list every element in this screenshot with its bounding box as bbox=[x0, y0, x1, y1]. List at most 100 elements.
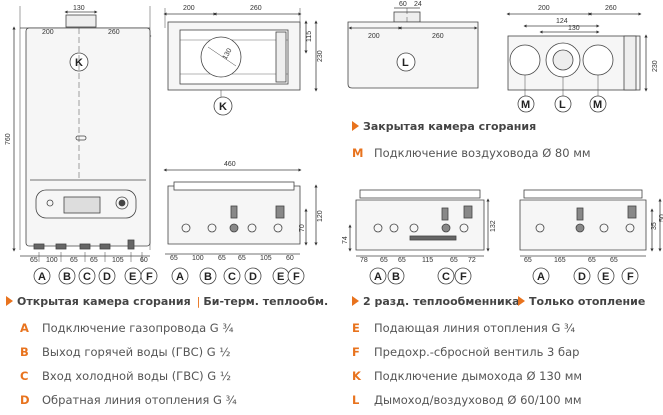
caption-closed-chamber: Закрытая камера сгорания bbox=[352, 120, 536, 133]
dim-b3-165: 165 bbox=[554, 257, 566, 264]
dim-b1-105: 105 bbox=[260, 255, 272, 262]
label-b-2: B bbox=[204, 271, 212, 283]
triangle-bullet-icon bbox=[518, 296, 525, 306]
label-b-1: B bbox=[63, 271, 71, 283]
dim-b2-132: 132 bbox=[490, 220, 497, 232]
dim-b3-35: 35 bbox=[651, 222, 658, 230]
dim-b1-65-b: 65 bbox=[218, 255, 226, 262]
label-m-left: M bbox=[521, 99, 530, 111]
front-view bbox=[12, 6, 152, 262]
dim-b2-78: 78 bbox=[360, 257, 368, 264]
dim-bottom-60: 60 bbox=[140, 257, 148, 264]
dim-b3-65-a: 65 bbox=[524, 257, 532, 264]
dim-b2-115: 115 bbox=[422, 257, 433, 264]
legend-code: M bbox=[352, 146, 364, 160]
caption-two-exchangers: 2 разд. теплообменника bbox=[352, 295, 520, 308]
dim-side-260: 260 bbox=[432, 33, 444, 40]
dim-front-200: 200 bbox=[42, 29, 54, 36]
label-k-top: K bbox=[219, 101, 227, 113]
bottom-view-heating bbox=[519, 189, 662, 257]
label-f-3: F bbox=[460, 271, 467, 283]
legend-row-m: M Подключение воздуховода Ø 80 мм bbox=[352, 146, 591, 160]
dim-lm-260: 260 bbox=[605, 5, 617, 12]
dim-top-230: 230 bbox=[317, 50, 324, 62]
dim-b3-65-c: 65 bbox=[610, 257, 618, 264]
label-e-1: E bbox=[129, 271, 136, 283]
label-a-1: A bbox=[38, 271, 46, 283]
label-k-front: K bbox=[75, 57, 83, 69]
top-view-lm bbox=[506, 12, 648, 113]
side-view-l bbox=[347, 7, 479, 89]
dim-front-260: 260 bbox=[108, 29, 120, 36]
dim-b2-74: 74 bbox=[342, 236, 349, 244]
legend-text: Подключение воздуховода Ø 80 мм bbox=[374, 146, 591, 160]
label-d-2: D bbox=[249, 271, 257, 283]
dim-lm-200: 200 bbox=[538, 5, 550, 12]
dim-side-200: 200 bbox=[368, 33, 380, 40]
triangle-bullet-icon bbox=[6, 296, 13, 306]
label-l-side: L bbox=[402, 57, 409, 69]
label-d-4: D bbox=[578, 271, 586, 283]
dim-b3-50: 50 bbox=[659, 214, 663, 222]
label-c-2: C bbox=[228, 271, 236, 283]
dim-height: 760 bbox=[5, 133, 12, 145]
label-f-2: F bbox=[293, 271, 300, 283]
dim-b2-65-a: 65 bbox=[380, 257, 388, 264]
dim-side-60: 60 bbox=[399, 1, 407, 8]
caption-open-chamber: Открытая камера сгорания|Би-терм. теплоо… bbox=[6, 295, 328, 308]
top-view-k bbox=[163, 8, 318, 116]
dim-lm-124: 124 bbox=[556, 18, 568, 25]
technical-drawing: 130 200 260 760 K 65 100 65 65 105 60 20… bbox=[5, 1, 663, 285]
label-e-4: E bbox=[602, 271, 609, 283]
dim-top-260: 260 bbox=[250, 5, 262, 12]
label-a-3: A bbox=[374, 271, 382, 283]
label-a-4: A bbox=[537, 271, 545, 283]
dim-k-diameter: 130 bbox=[222, 47, 234, 61]
dim-side-24: 24 bbox=[414, 1, 422, 8]
label-a-2: A bbox=[176, 271, 184, 283]
dim-b1-65-a: 65 bbox=[170, 255, 178, 262]
dim-b3-65-b: 65 bbox=[588, 257, 596, 264]
dim-lm-130: 130 bbox=[568, 25, 580, 32]
label-c-3: C bbox=[442, 271, 450, 283]
label-f-4: F bbox=[627, 271, 634, 283]
dim-b1-70: 70 bbox=[299, 224, 306, 232]
dim-b1-65-c: 65 bbox=[238, 255, 246, 262]
label-m-right: M bbox=[593, 99, 602, 111]
dim-b1-60: 60 bbox=[286, 255, 294, 262]
dim-bottom-65-a: 65 bbox=[30, 257, 38, 264]
dim-top-115: 115 bbox=[306, 31, 313, 42]
label-f-1: F bbox=[146, 271, 153, 283]
dim-bottom-65-b: 65 bbox=[70, 257, 78, 264]
dim-bottom-65-c: 65 bbox=[90, 257, 98, 264]
bottom-view-two bbox=[348, 189, 490, 257]
dim-flue-width: 130 bbox=[73, 5, 85, 12]
dim-top-200: 200 bbox=[183, 5, 195, 12]
label-d-1: D bbox=[103, 271, 111, 283]
dim-b2-72: 72 bbox=[468, 257, 476, 264]
triangle-bullet-icon bbox=[352, 121, 359, 131]
label-c-1: C bbox=[83, 271, 91, 283]
label-b-3: B bbox=[392, 271, 400, 283]
caption-heating-only: Только отопление bbox=[518, 295, 645, 308]
dim-lm-230: 230 bbox=[652, 60, 659, 72]
dim-b2-65-c: 65 bbox=[450, 257, 458, 264]
label-e-2: E bbox=[277, 271, 284, 283]
connection-label-circles bbox=[33, 267, 639, 285]
label-l-top: L bbox=[559, 99, 566, 111]
dim-bottom-100: 100 bbox=[46, 257, 58, 264]
dim-b1-100: 100 bbox=[192, 255, 204, 262]
triangle-bullet-icon bbox=[352, 296, 359, 306]
dim-b1-120: 120 bbox=[317, 210, 324, 222]
dim-b2-65-b: 65 bbox=[398, 257, 406, 264]
dim-b1-460: 460 bbox=[224, 161, 236, 168]
bottom-view-bitherm bbox=[163, 168, 318, 255]
